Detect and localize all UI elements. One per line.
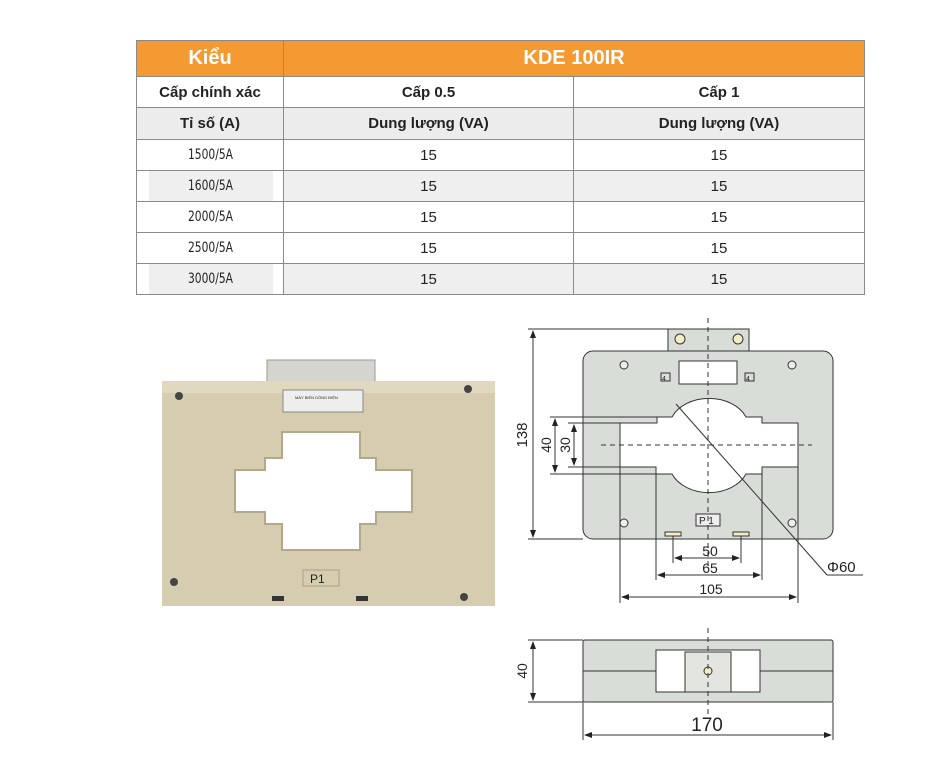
terminal-screw-icon [732,333,744,345]
value-cell: 15 [573,201,865,233]
type-label: Kiểu [136,40,284,77]
screw-icon [460,593,468,601]
p1-label: P1 [310,572,325,586]
screw-icon [175,392,183,400]
dim-core-width: 65 [702,560,718,576]
side-view-drawing [528,628,834,740]
dim-height: 138 [514,422,531,447]
terminal-mark: 4 [662,376,666,383]
nameplate-text: MÁY BIẾN DÒNG ĐIỆN [295,395,338,400]
screw-icon [170,578,178,586]
dim-window-outer: 40 [538,437,554,453]
dim-window-width: 105 [699,581,723,597]
ratio-cell: 2000/5A [147,201,273,233]
capacity-header-b: Dung lượng (VA) [573,107,865,140]
ratio-cell: 1500/5A [147,139,273,171]
model-name: KDE 100IR [283,40,865,77]
value-cell: 15 [283,139,574,171]
screw-icon [464,385,472,393]
terminal-screw-icon [674,333,686,345]
p1-mark [302,569,340,587]
ratio-cell: 3000/5A [147,263,273,295]
subheader-row: Tỉ số (A) Dung lượng (VA) Dung lượng (VA… [136,107,865,140]
product-photo: MÁY BIẾN DÒNG ĐIỆN P1 [162,359,495,606]
value-cell: 15 [573,263,865,295]
terminal-mark: 4 [746,376,750,383]
capacity-header-a: Dung lượng (VA) [283,107,574,140]
front-view-drawing [528,318,863,603]
window-opening [234,431,413,551]
header-row: Kiểu KDE 100IR [136,40,865,77]
ratio-header: Tỉ số (A) [136,107,284,140]
dim-diameter: Φ60 [827,559,856,576]
dim-window-inner: 30 [557,437,573,453]
nameplate [282,389,364,413]
spec-table: Kiểu KDE 100IR Cấp chính xác Cấp 0.5 Cấp… [136,40,865,295]
accuracy-row: Cấp chính xác Cấp 0.5 Cấp 1 [136,76,865,108]
value-cell: 15 [283,263,574,295]
value-cell: 15 [573,170,865,202]
class-a: Cấp 0.5 [283,76,574,108]
p1-marker: P 1 [699,516,714,527]
ratio-cell: 2500/5A [147,232,273,264]
class-b: Cấp 1 [573,76,865,108]
value-cell: 15 [573,139,865,171]
dim-width: 170 [691,715,723,736]
dim-terminal-spacing: 50 [702,543,718,559]
dim-depth: 40 [514,663,530,679]
ratio-cell: 1600/5A [147,170,273,202]
